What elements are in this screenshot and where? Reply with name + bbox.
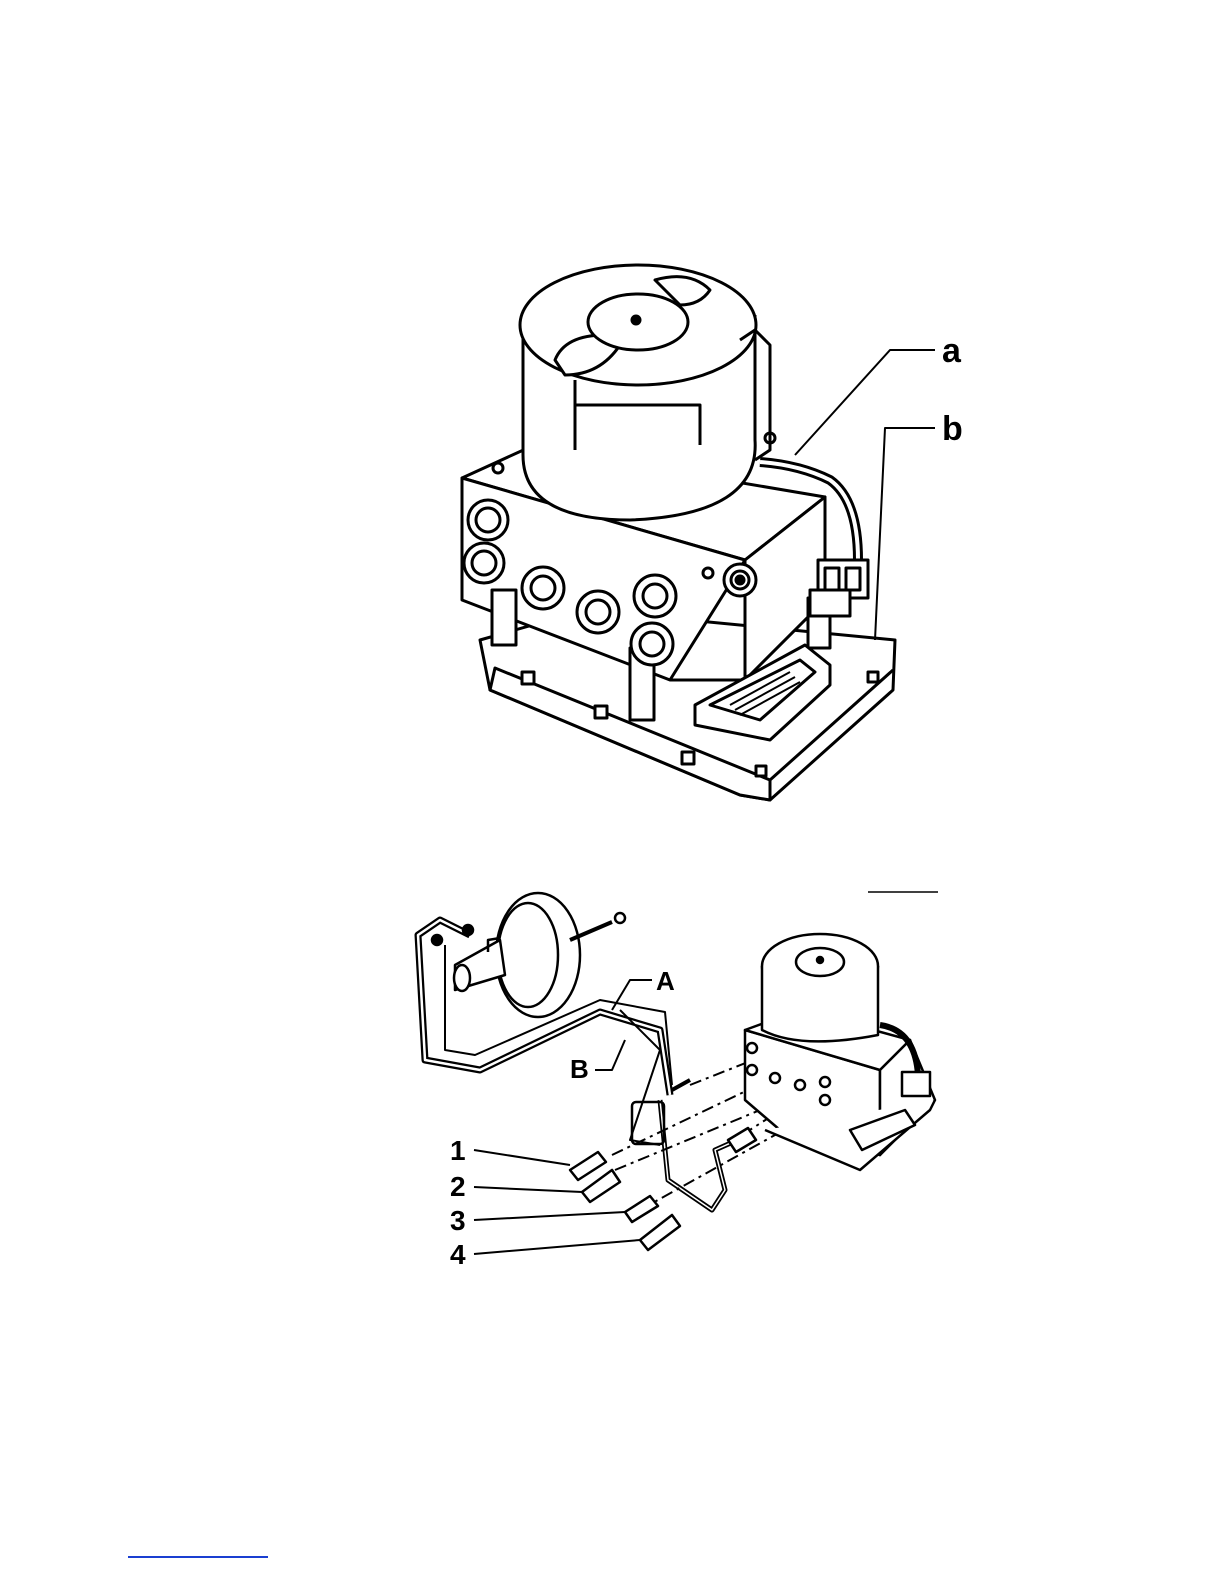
pump-motor [520,265,770,520]
callout-pipe-a: A [656,966,675,996]
callout-pipe-b: B [570,1054,589,1084]
abs-unit-illustration [462,265,935,800]
abs-unit-small [745,934,935,1170]
callout-b: b [942,410,963,448]
callout-3: 3 [450,1205,466,1236]
callout-1: 1 [450,1135,466,1166]
callout-4: 4 [450,1239,466,1270]
callout-a: a [942,332,962,370]
brake-booster [454,893,625,1017]
footer-link-underline[interactable] [128,1556,268,1558]
brake-line-layout-illustration [418,892,938,1254]
callout-2: 2 [450,1171,466,1202]
